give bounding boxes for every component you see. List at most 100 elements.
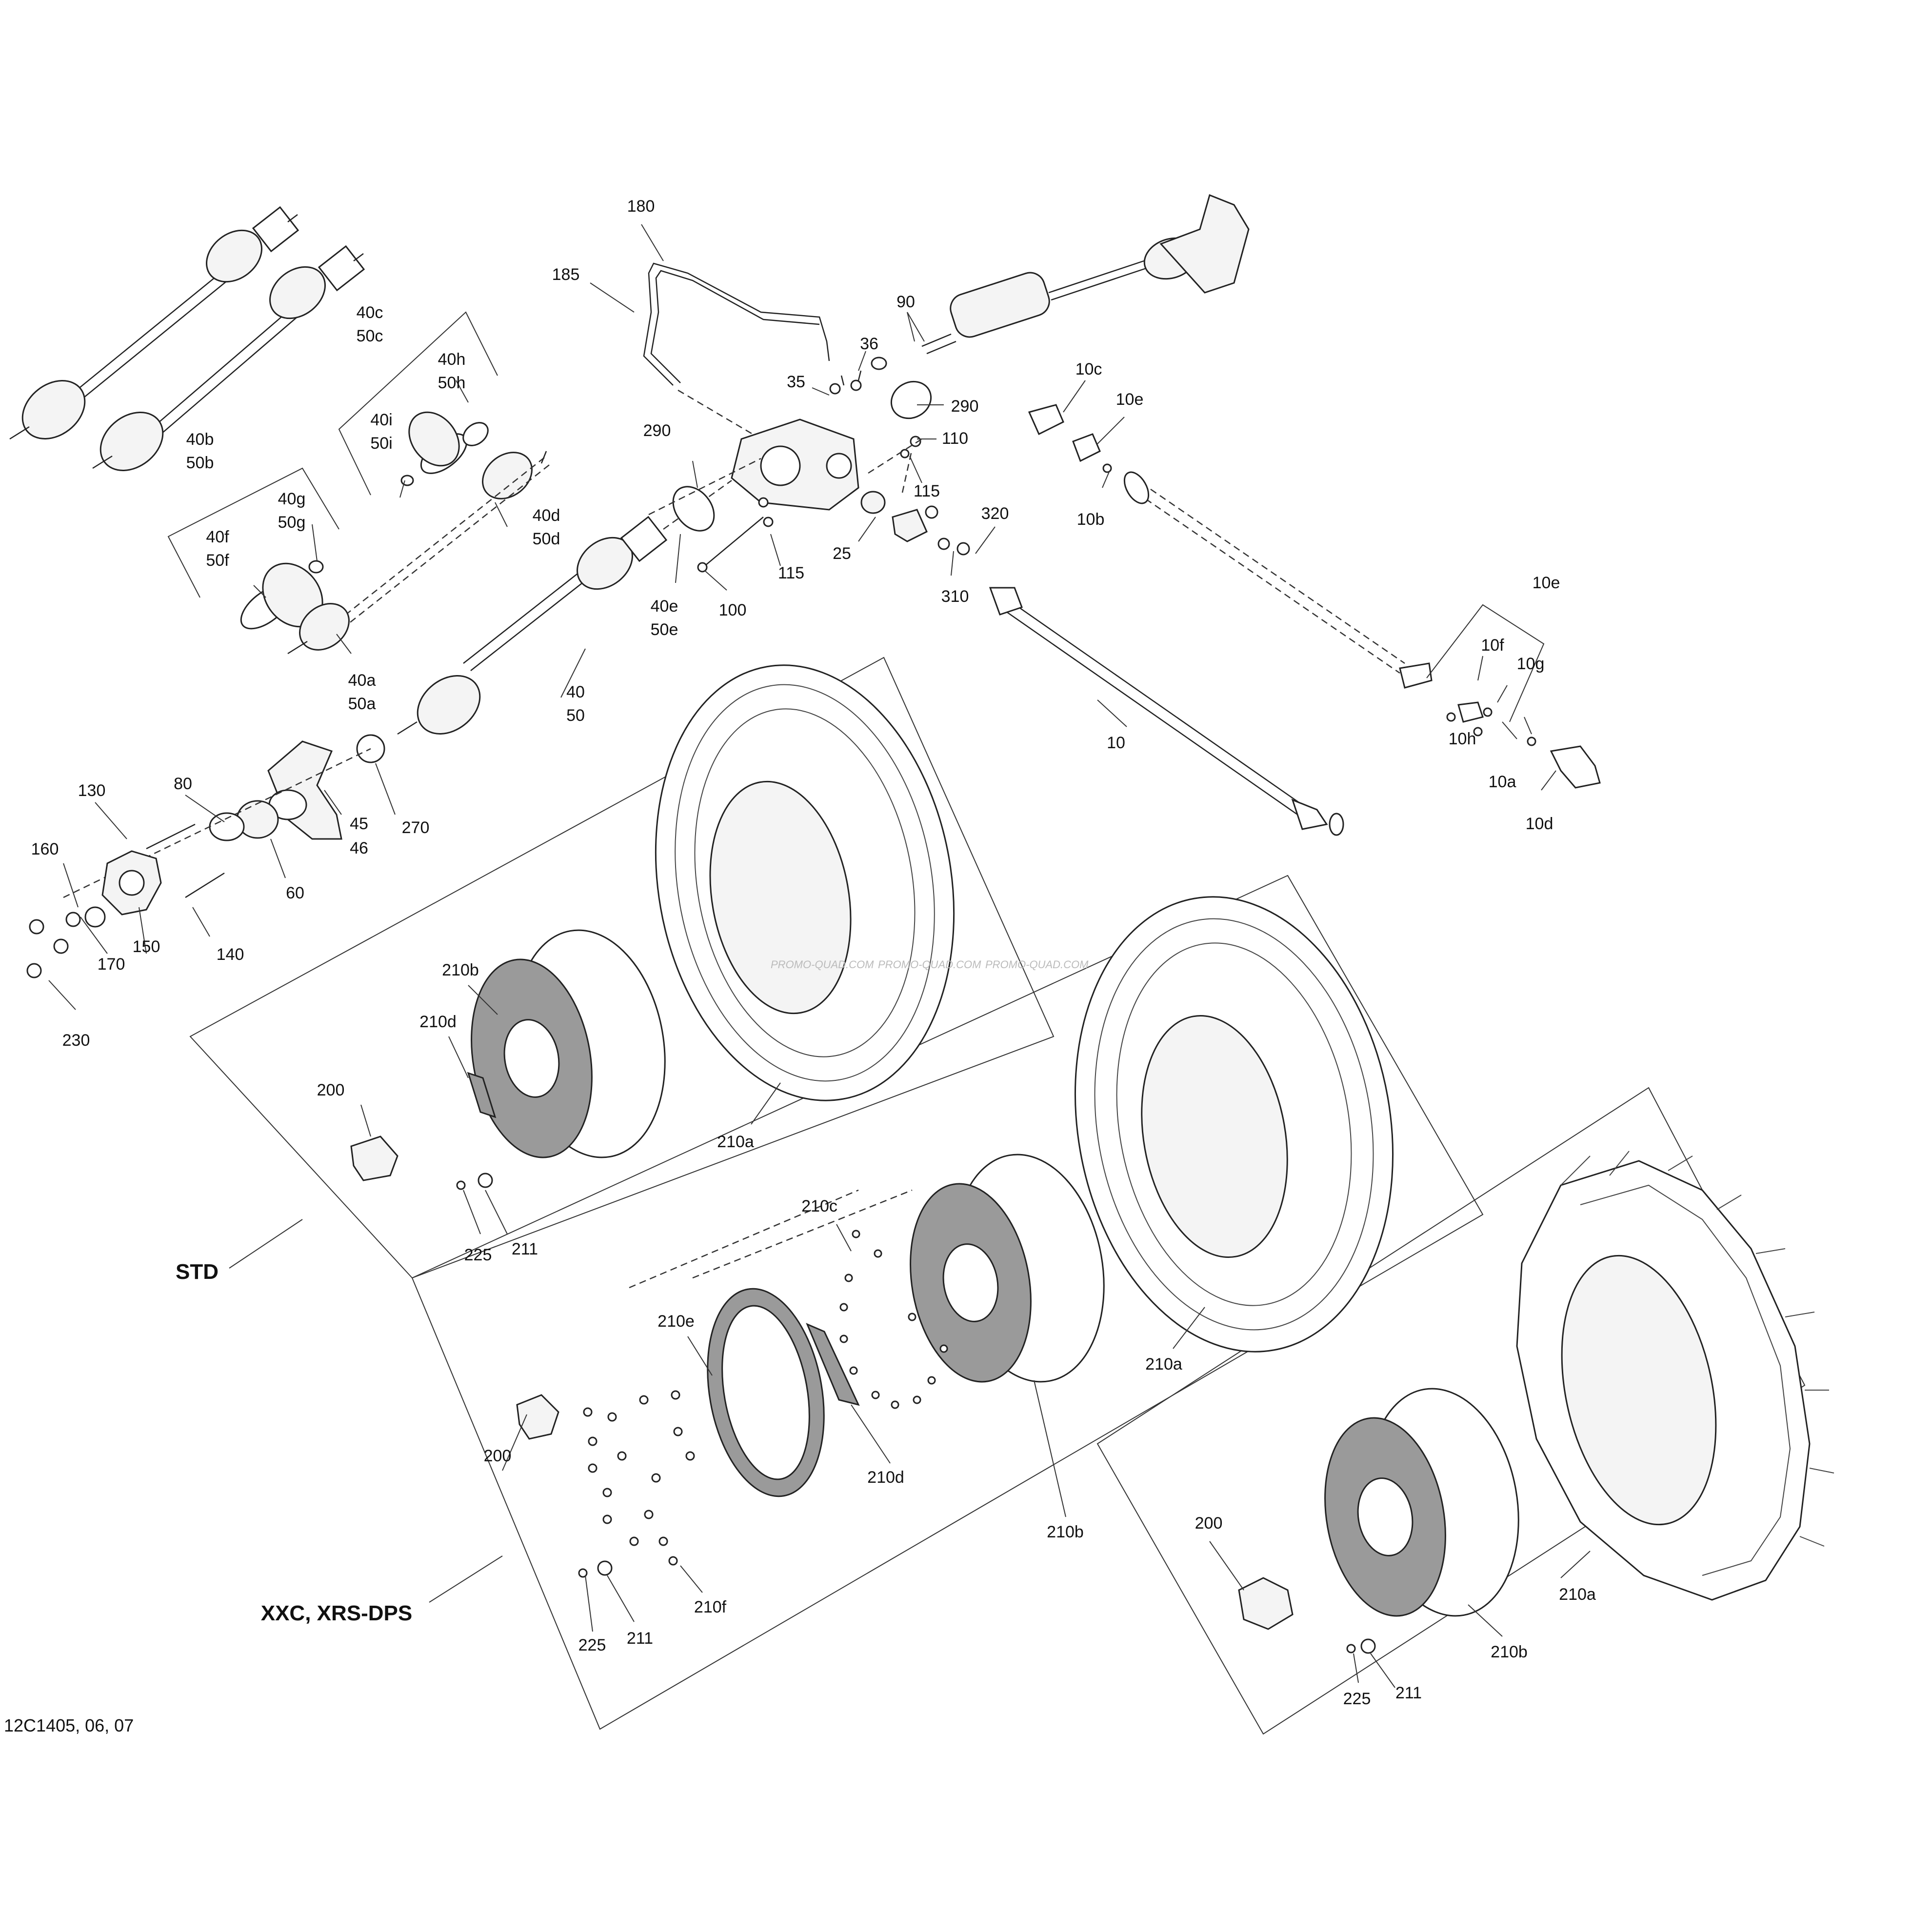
callout-mud-211: 211	[1395, 1684, 1422, 1702]
callout-40: 40	[566, 683, 585, 701]
callout-xxc-225: 225	[578, 1636, 606, 1654]
callout-10e-bottom: 10e	[1533, 574, 1560, 592]
callout-270: 270	[402, 818, 430, 837]
half-shaft-40	[397, 479, 732, 735]
callout-xxc-210a: 210a	[1145, 1355, 1182, 1374]
callout-40b: 40b	[186, 430, 214, 449]
callout-10b: 10b	[1077, 510, 1105, 529]
callout-185: 185	[552, 265, 580, 284]
watermark-text: PROMO-QUAD.COM	[771, 958, 874, 971]
xxc-group-label: XXC, XRS-DPS	[261, 1601, 413, 1625]
mud-tire	[1516, 1151, 1834, 1601]
callout-50e: 50e	[651, 620, 678, 639]
callout-std-200: 200	[317, 1081, 345, 1099]
callout-25: 25	[833, 544, 851, 563]
shaft-kit-parts	[240, 411, 552, 655]
callout-40a: 40a	[348, 671, 376, 690]
callout-xxc-210c: 210c	[801, 1197, 837, 1215]
callout-36: 36	[860, 335, 878, 353]
callout-10g: 10g	[1517, 655, 1545, 673]
assembled-drive-shafts	[9, 206, 365, 471]
callout-50c: 50c	[357, 327, 383, 345]
callout-60: 60	[286, 884, 304, 902]
xxc-rim	[910, 1154, 1105, 1383]
leader-lines	[48, 224, 1591, 1688]
xxc-tire	[1074, 896, 1394, 1353]
callout-10: 10	[1107, 734, 1125, 752]
callout-10c: 10c	[1076, 360, 1102, 378]
callout-10f: 10f	[1481, 636, 1504, 655]
xxc-group-frame	[411, 875, 1484, 1730]
callout-100: 100	[719, 601, 747, 619]
diagram-reference-code: 12C1405, 06, 07	[4, 1715, 134, 1735]
callout-xxc-210f: 210f	[694, 1598, 727, 1616]
callout-170: 170	[98, 955, 125, 974]
front-propeller-shaft	[921, 194, 1250, 355]
callout-35: 35	[787, 373, 805, 391]
callout-150: 150	[133, 937, 160, 956]
callout-50d: 50d	[533, 530, 560, 548]
group-labels: STD XXC, XRS-DPS	[176, 1260, 412, 1625]
callout-mud-225: 225	[1343, 1690, 1371, 1708]
callout-50g: 50g	[278, 513, 306, 532]
callout-mud-210b: 210b	[1491, 1643, 1528, 1661]
callout-230: 230	[62, 1031, 90, 1050]
hub-knuckle-area	[26, 734, 385, 978]
callout-xxc-210e: 210e	[657, 1312, 695, 1331]
callout-xxc-210d: 210d	[867, 1468, 904, 1487]
callout-290-left: 290	[643, 421, 671, 440]
callout-40h: 40h	[438, 350, 466, 369]
callout-xxc-210b: 210b	[1047, 1523, 1084, 1541]
xxc-beadlock-ring	[629, 1189, 913, 1497]
callout-50a: 50a	[348, 695, 376, 713]
callout-50f: 50f	[206, 551, 229, 570]
callout-46: 46	[350, 839, 368, 857]
callout-xxc-200: 200	[484, 1447, 512, 1465]
std-hub-nut	[350, 1135, 493, 1190]
callout-10d: 10d	[1526, 815, 1554, 833]
mud-rim	[1324, 1388, 1519, 1617]
callout-90: 90	[896, 293, 915, 311]
watermarks: PROMO-QUAD.COM PROMO-QUAD.COM PROMO-QUAD…	[771, 958, 1089, 971]
callout-std-225: 225	[464, 1246, 492, 1264]
xxc-bolts	[583, 1230, 948, 1566]
callout-115-lower: 115	[778, 564, 804, 582]
std-tire	[655, 664, 955, 1101]
callout-std-210d: 210d	[419, 1013, 457, 1031]
callout-std-210b: 210b	[442, 961, 479, 979]
xxc-hub-nut	[516, 1394, 613, 1578]
std-rim	[467, 929, 666, 1158]
callout-130: 130	[78, 781, 106, 800]
prop-shaft-10-assembly	[989, 404, 1601, 836]
callout-290-right: 290	[951, 397, 979, 416]
std-group-label: STD	[176, 1260, 219, 1284]
callout-310: 310	[941, 587, 969, 606]
callout-10a: 10a	[1489, 773, 1516, 791]
callout-40f: 40f	[206, 528, 229, 546]
callout-140: 140	[217, 945, 244, 964]
callout-50: 50	[566, 706, 585, 725]
watermark-text: PROMO-QUAD.COM	[985, 958, 1089, 971]
callout-110: 110	[942, 429, 968, 448]
shaft-kit-brackets	[167, 311, 498, 598]
callout-10e-top: 10e	[1116, 390, 1144, 409]
callout-50i: 50i	[370, 434, 392, 453]
callout-40e: 40e	[651, 597, 678, 616]
differential-area	[643, 262, 970, 573]
callout-50h: 50h	[438, 374, 466, 392]
callout-115-upper: 115	[914, 482, 940, 500]
callout-320: 320	[981, 504, 1009, 523]
callout-10h: 10h	[1449, 730, 1476, 748]
callout-labels: 180 185 90 36 35 290 290 110 115 320 25 …	[31, 197, 1596, 1708]
callout-std-211: 211	[512, 1240, 538, 1258]
callout-40c: 40c	[357, 303, 383, 322]
callout-40i: 40i	[370, 411, 392, 429]
callout-40g: 40g	[278, 490, 306, 508]
callout-xxc-211: 211	[627, 1629, 653, 1648]
callout-40d: 40d	[533, 506, 560, 525]
callout-50b: 50b	[186, 454, 214, 472]
watermark-text: PROMO-QUAD.COM	[878, 958, 981, 971]
callout-80: 80	[174, 775, 192, 793]
callout-160: 160	[31, 840, 59, 858]
